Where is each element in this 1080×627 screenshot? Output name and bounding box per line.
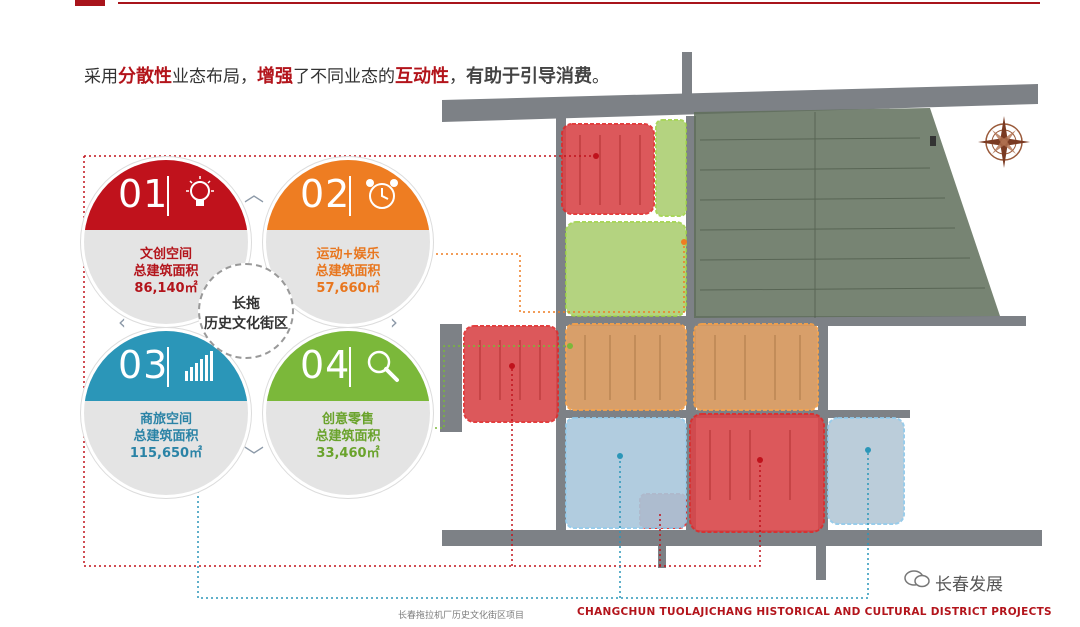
- segment-header: [266, 160, 430, 230]
- watermark-text: 长春发展: [935, 575, 1003, 595]
- segment-header: [266, 331, 430, 401]
- segment-metric: 总建筑面积: [315, 429, 381, 444]
- segment-number: 01: [118, 172, 169, 216]
- headline-keyword: 增强: [257, 66, 293, 87]
- headline-keyword: 有助于引导消费: [466, 66, 592, 87]
- segment-name: 文创空间: [139, 247, 192, 262]
- connector-dots: [509, 153, 871, 463]
- segment-text: 运动+娱乐 总建筑面积 57,660㎡: [266, 246, 430, 297]
- retail-zone-blocks: [565, 119, 687, 317]
- chevron-down-icon: ﹀: [244, 444, 264, 468]
- segment-name: 创意零售: [321, 412, 374, 427]
- top-bar: [0, 0, 1080, 8]
- segment-metric: 总建筑面积: [133, 429, 199, 444]
- sport-zone-hatching: [584, 335, 801, 400]
- segment-separator: [167, 347, 169, 387]
- segment-area: 115,650㎡: [129, 446, 203, 461]
- segment-separator: [167, 176, 169, 216]
- segment-metric: 总建筑面积: [133, 264, 199, 279]
- segment-header: [84, 160, 248, 230]
- top-rule: [118, 2, 1040, 4]
- headline-part: 了不同业态的: [293, 67, 395, 87]
- segment-text: 创意零售 总建筑面积 33,460㎡: [266, 411, 430, 462]
- headline-keyword: 分散性: [118, 66, 172, 87]
- segment-circle-retail: 04 创意零售 总建筑面积 33,460㎡: [266, 331, 430, 495]
- headline-keyword: 互动性: [395, 66, 449, 87]
- segment-separator: [349, 176, 351, 216]
- segment-text: 商旅空间 总建筑面积 115,650㎡: [84, 411, 248, 462]
- chevron-up-icon: ︿: [244, 182, 264, 206]
- center-title-line1: 长拖: [232, 296, 260, 312]
- headline-part: 采用: [84, 67, 118, 87]
- top-red-block: [75, 0, 105, 6]
- headline-part: 业态布局，: [172, 67, 257, 87]
- footer-project-en: CHANGCHUN TUOLAJICHANG HISTORICAL AND CU…: [577, 606, 1052, 618]
- magnifier-icon: [367, 350, 399, 382]
- headline-part: 。: [592, 67, 609, 87]
- chevron-right-icon: ›: [390, 310, 398, 334]
- segment-number: 04: [300, 343, 351, 387]
- segment-metric: 总建筑面积: [315, 264, 381, 279]
- bar-chart-icon: [185, 351, 213, 381]
- chevron-left-icon: ‹: [118, 310, 126, 334]
- segment-separator: [349, 347, 351, 387]
- sport-zone-blocks: [565, 323, 819, 411]
- residential-block: [694, 108, 1000, 318]
- segment-name: 商旅空间: [139, 412, 192, 427]
- lightbulb-icon: [186, 176, 214, 206]
- segment-text: 文创空间 总建筑面积 86,140㎡: [84, 246, 248, 297]
- segment-number: 03: [118, 343, 169, 387]
- segment-circle-sport: 02 运动+娱乐 总建筑面积 57,660㎡: [266, 160, 430, 324]
- headline-part: ，: [449, 67, 466, 87]
- segment-circle-commerce: 03 商旅空间 总建筑面积 115,650㎡: [84, 331, 248, 495]
- segment-area: 33,460㎡: [316, 446, 380, 461]
- headline: 采用分散性业态布局，增强了不同业态的互动性，有助于引导消费。: [84, 62, 609, 88]
- segment-area: 86,140㎡: [134, 281, 198, 296]
- footer-project-cn: 长春拖拉机厂历史文化街区项目: [398, 611, 525, 621]
- center-badge: 长拖 历史文化街区: [198, 263, 294, 359]
- segment-circle-creative: 01 文创空间 总建筑面积 86,140㎡: [84, 160, 248, 324]
- creative-zone-hatching: [479, 135, 791, 500]
- compass-rose-icon: [978, 116, 1030, 168]
- segment-number: 02: [300, 172, 351, 216]
- center-title-line2: 历史文化街区: [204, 316, 288, 332]
- commerce-zone-blocks: [565, 417, 905, 529]
- segment-area: 57,660㎡: [316, 281, 380, 296]
- segment-name: 运动+娱乐: [316, 247, 380, 262]
- wechat-icon: [904, 570, 930, 588]
- alarm-clock-icon: [366, 179, 398, 209]
